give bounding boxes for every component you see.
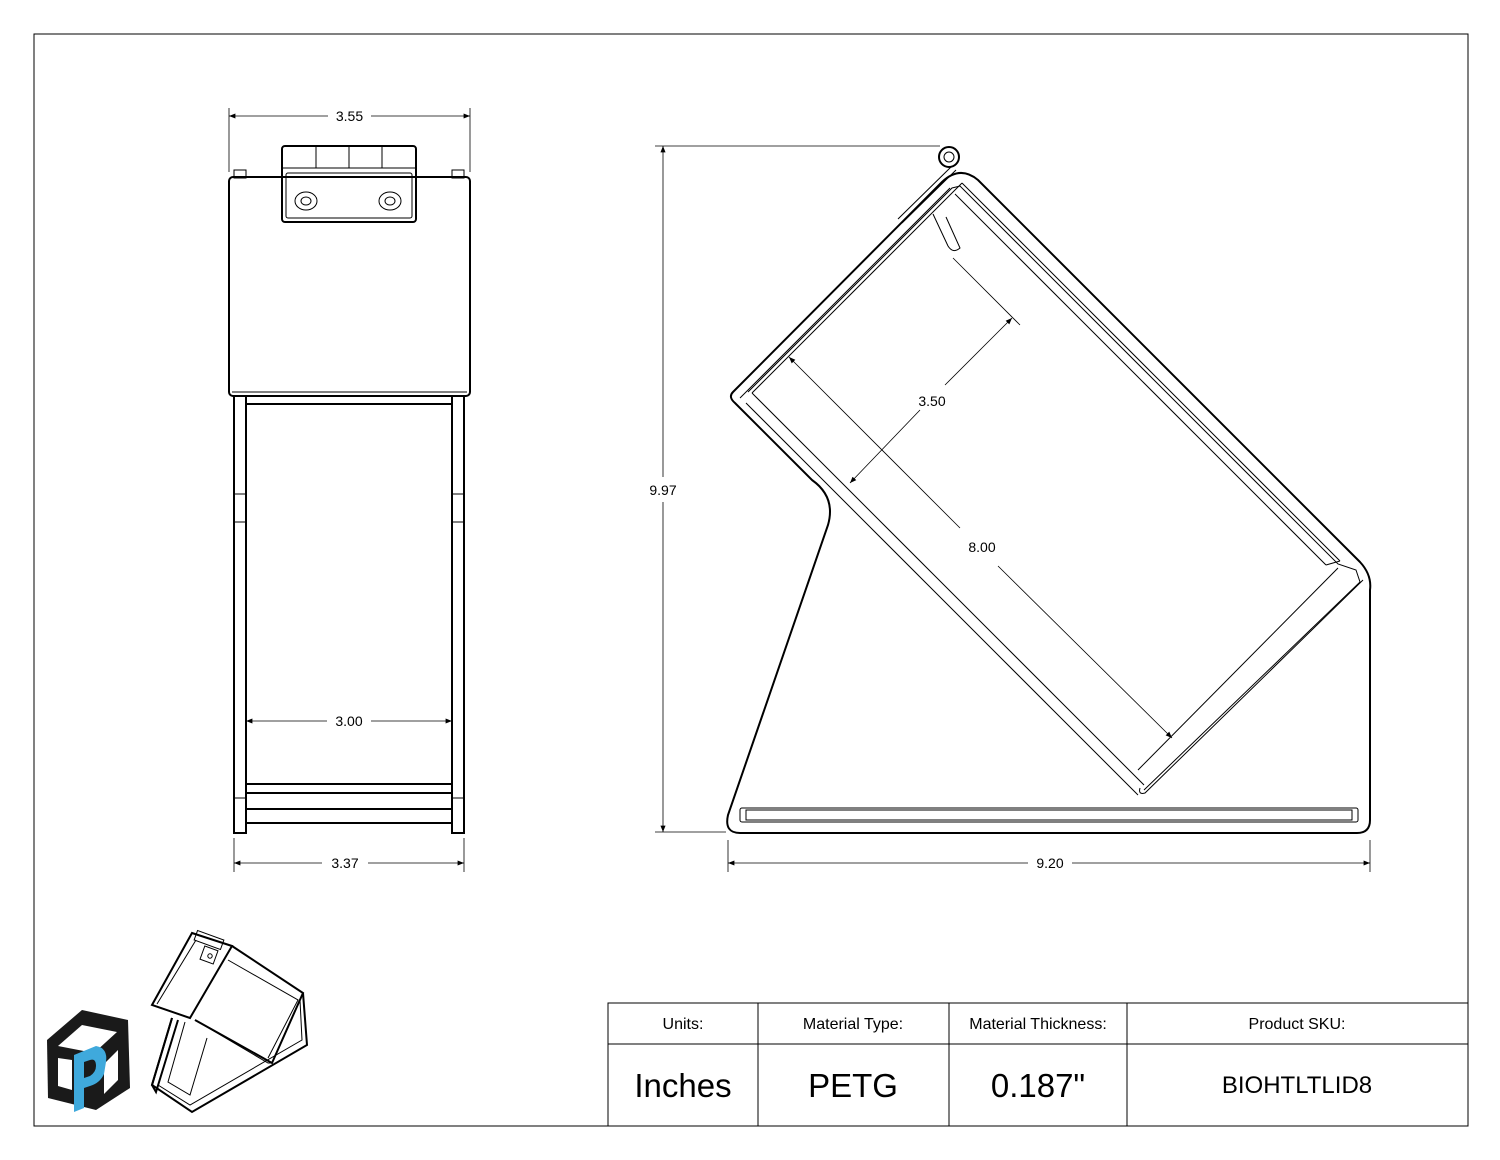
dim-side-base-width: 9.20 — [1036, 855, 1063, 871]
front-lid-panel — [228, 176, 471, 397]
hinge — [281, 145, 417, 223]
units-label: Units: — [663, 1016, 704, 1033]
sheet-border — [33, 33, 1469, 1127]
material-thickness-value: 0.187" — [991, 1067, 1085, 1104]
material-type-value: PETG — [808, 1067, 898, 1104]
front-right-wall — [451, 395, 465, 834]
product-sku-value: BIOHTLTLID8 — [1222, 1072, 1372, 1099]
material-type-label: Material Type: — [803, 1016, 903, 1033]
dim-front-bottom-width: 3.37 — [331, 855, 358, 871]
units-value: Inches — [634, 1067, 731, 1104]
company-logo — [47, 1010, 130, 1112]
title-block: Units: Material Type: Material Thickness… — [607, 1002, 1469, 1127]
dim-side-height: 9.97 — [649, 482, 676, 498]
isometric-view — [150, 929, 309, 1114]
side-view: 9.97 9.20 3.50 8.00 — [649, 145, 1372, 872]
dim-front-inner-width: 3.00 — [335, 713, 362, 729]
dim-side-slot-depth: 3.50 — [918, 393, 945, 409]
dim-front-top-width: 3.55 — [336, 108, 363, 124]
material-thickness-label: Material Thickness: — [969, 1016, 1107, 1033]
logo-letter-p — [74, 1046, 107, 1112]
front-view: 3.55 3.00 3.37 — [228, 108, 471, 872]
product-sku-label: Product SKU: — [1249, 1016, 1346, 1033]
front-left-wall — [233, 395, 247, 834]
dim-side-slot-length: 8.00 — [968, 539, 995, 555]
